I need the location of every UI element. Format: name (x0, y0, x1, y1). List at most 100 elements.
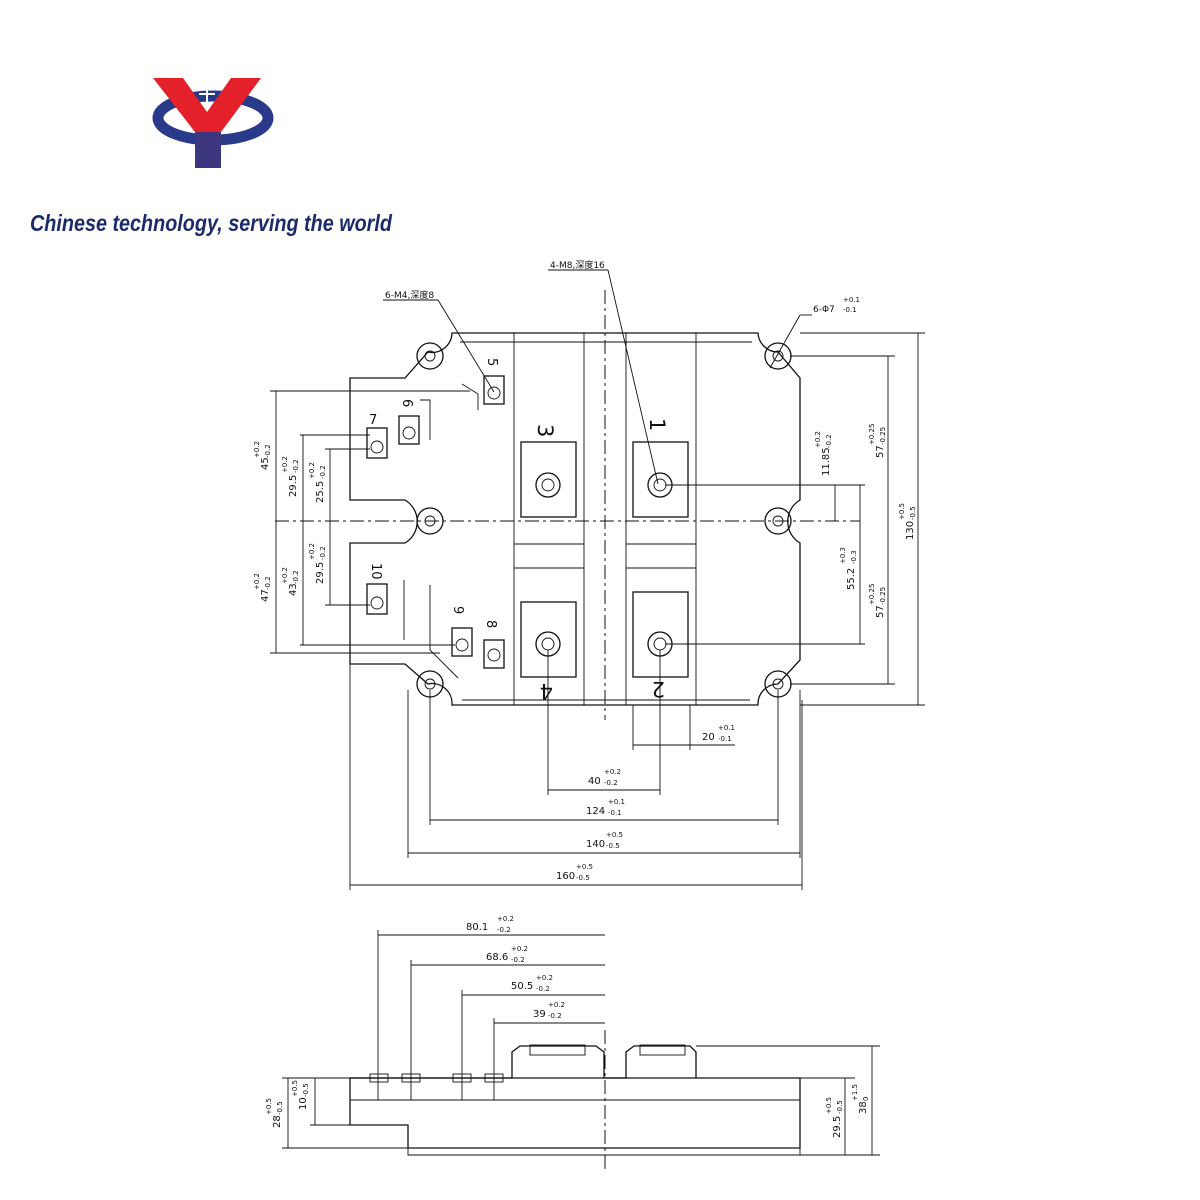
dim-11-85: 11.85 (821, 447, 832, 476)
dim-right-57-bottom: 57 +0.25 -0.25 (868, 584, 887, 618)
dim-10-tol-minus: -0.5 (302, 1083, 310, 1097)
dim-124-tol-plus: +0.1 (608, 798, 625, 806)
dim-29-5-side-tol-minus: -0.5 (836, 1100, 844, 1114)
dim-29-5-side: 29.5 (832, 1116, 843, 1138)
terminal-label-1: 1 (645, 418, 669, 431)
dim-28-tol-minus: -0.5 (276, 1101, 284, 1115)
dim-57-top-tol-plus: +0.25 (868, 424, 876, 445)
dim-140: 140 (586, 839, 605, 850)
dim-45-tol-plus: +0.2 (253, 441, 261, 458)
dim-29-5-bottom: 29.5 (315, 562, 326, 584)
dim-28-tol-plus: +0.5 (265, 1098, 273, 1115)
dim-left-25-5: 25.5 +0.2 -0.2 (308, 462, 327, 503)
pin-label-6: 6 (399, 399, 414, 407)
top-view: 1 2 3 4 5 6 7 8 9 10 4-M8,深度16 6-M4,深度8 (253, 259, 925, 890)
dim-140-tol-minus: -0.5 (606, 842, 620, 850)
dim-38-tol-plus: +1.5 (851, 1084, 859, 1101)
dim-29-5-side-tol-plus: +0.5 (825, 1097, 833, 1114)
dim-25-5: 25.5 (315, 481, 326, 503)
note-hole-tol-plus: +0.1 (843, 296, 860, 304)
pin-label-5: 5 (484, 358, 499, 366)
dim-50-5-tol-plus: +0.2 (536, 974, 553, 982)
side-dims-right (696, 1045, 880, 1156)
dim-130: 130 (905, 521, 916, 540)
note-hole: 6-Φ7 (813, 305, 835, 315)
dim-43-tol-minus: -0.2 (292, 570, 300, 584)
dim-55-2-tol-plus: +0.3 (839, 547, 847, 564)
dim-80-1-tol-plus: +0.2 (497, 915, 514, 923)
dim-57-bottom-tol-minus: -0.25 (879, 587, 887, 605)
dim-57-top: 57 (875, 445, 886, 458)
terminal-label-4: 4 (540, 679, 553, 703)
dim-160-tol-minus: -0.5 (576, 874, 590, 882)
dim-right-57-top: 57 +0.25 -0.25 (868, 424, 887, 458)
dim-130-tol-plus: +0.5 (898, 503, 906, 520)
dim-39-tol-plus: +0.2 (548, 1001, 565, 1009)
dims-bottom (349, 650, 803, 890)
dim-47: 47 (260, 589, 271, 602)
dim-45-tol-minus: -0.2 (264, 444, 272, 458)
dim-124-tol-minus: -0.1 (608, 809, 622, 817)
dim-left-43: 43 +0.2 -0.2 (281, 567, 300, 596)
side-dims-top (377, 930, 605, 1100)
note-m4: 6-M4,深度8 (385, 289, 434, 301)
side-view: 80.1 +0.2 -0.2 68.6 +0.2 -0.2 50.5 +0.2 … (265, 915, 880, 1170)
dim-39-tol-minus: -0.2 (548, 1012, 562, 1020)
dim-57-bottom-tol-plus: +0.25 (868, 584, 876, 605)
dim-140-tol-plus: +0.5 (606, 831, 623, 839)
dim-43-tol-plus: +0.2 (281, 567, 289, 584)
dim-left-29-5-bottom: 29.5 +0.2 -0.2 (308, 543, 327, 584)
dim-28: 28 (272, 1115, 283, 1128)
dim-right-11-85: 11.85 +0.2 -0.2 (814, 431, 833, 476)
dim-right-55-2: 55.2 +0.3 -0.3 (839, 547, 858, 590)
dim-160-tol-plus: +0.5 (576, 863, 593, 871)
dim-20: 20 (702, 732, 715, 743)
dim-29-5-top: 29.5 (288, 475, 299, 497)
pin-label-8: 8 (483, 620, 498, 628)
dim-20-tol-minus: -0.1 (718, 735, 732, 743)
dim-68-6-tol-plus: +0.2 (511, 945, 528, 953)
dim-40-tol-minus: -0.2 (604, 779, 618, 787)
terminal-label-2: 2 (652, 677, 665, 701)
dims-left (270, 390, 470, 654)
dim-11-85-tol-minus: -0.2 (825, 434, 833, 448)
dim-25-5-tol-plus: +0.2 (308, 462, 316, 479)
dim-80-1-tol-minus: -0.2 (497, 926, 511, 934)
pin-label-7: 7 (369, 413, 377, 428)
dim-side-38: 38 +1.5 0 (851, 1084, 870, 1114)
dim-left-29-5-top: 29.5 +0.2 -0.2 (281, 456, 300, 497)
pin-label-9: 9 (450, 606, 465, 614)
dim-29-5-bottom-tol-plus: +0.2 (308, 543, 316, 560)
dim-left-47: 47 +0.2 -0.2 (253, 573, 272, 602)
dim-right-130: 130 +0.5 -0.5 (898, 503, 917, 540)
dim-68-6-tol-minus: -0.2 (511, 956, 525, 964)
dim-side-10: 10 +0.5 -0.5 (291, 1080, 310, 1110)
dim-20-tol-plus: +0.1 (718, 724, 735, 732)
dim-57-bottom: 57 (875, 605, 886, 618)
dim-side-28: 28 +0.5 -0.5 (265, 1098, 284, 1128)
dim-40: 40 (588, 776, 601, 787)
dim-50-5: 50.5 (511, 981, 533, 992)
dim-55-2: 55.2 (846, 568, 857, 590)
dim-55-2-tol-minus: -0.3 (850, 550, 858, 564)
dim-29-5-top-tol-plus: +0.2 (281, 456, 289, 473)
dim-130-tol-minus: -0.5 (909, 506, 917, 520)
side-dims-left (282, 1077, 408, 1149)
terminal-label-3: 3 (533, 424, 557, 437)
dim-45: 45 (260, 457, 271, 470)
dim-11-85-tol-plus: +0.2 (814, 431, 822, 448)
dim-38: 38 (858, 1101, 869, 1114)
control-pins (366, 375, 505, 679)
pin-label-10: 10 (368, 563, 383, 580)
dim-10-tol-plus: +0.5 (291, 1080, 299, 1097)
yx-logo-icon (152, 78, 274, 168)
dim-50-5-tol-minus: -0.2 (536, 985, 550, 993)
dim-68-6: 68.6 (486, 952, 508, 963)
dim-29-5-bottom-tol-minus: -0.2 (319, 546, 327, 560)
tagline: Chinese technology, serving the world (30, 210, 392, 236)
dim-43: 43 (288, 583, 299, 596)
dim-124: 124 (586, 806, 605, 817)
dim-40-tol-plus: +0.2 (604, 768, 621, 776)
dim-29-5-top-tol-minus: -0.2 (292, 459, 300, 473)
